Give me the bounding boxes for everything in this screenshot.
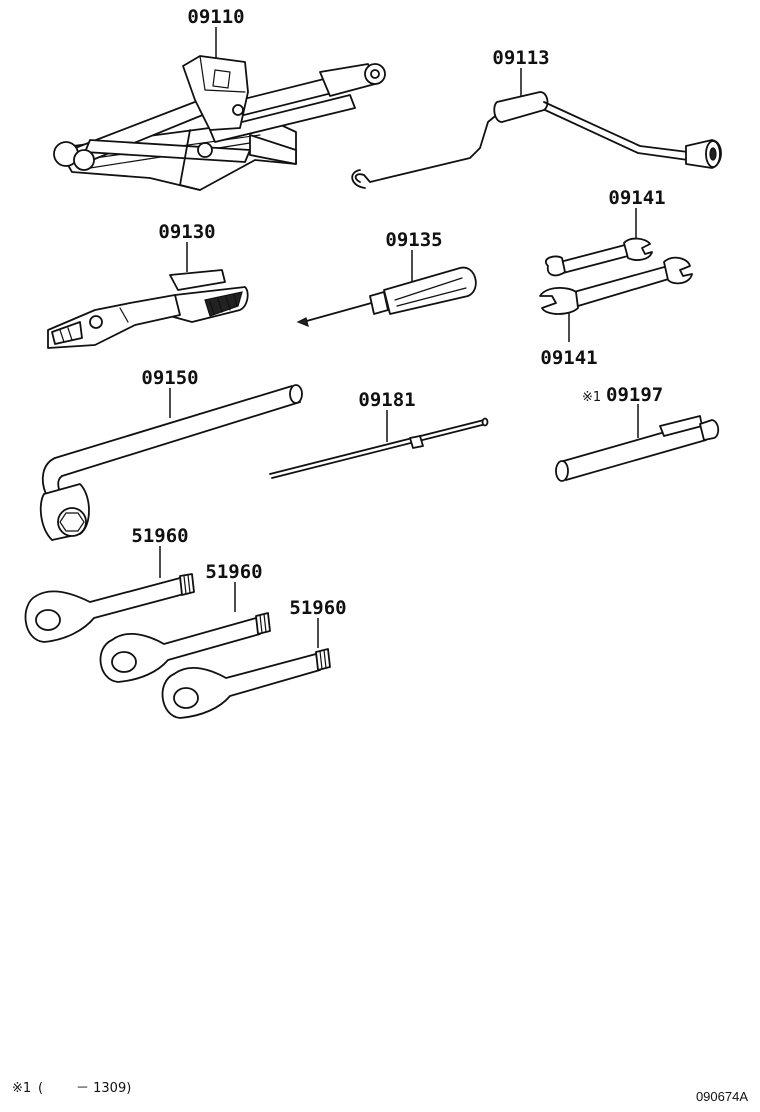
towing-eye-3[interactable] <box>161 618 331 719</box>
pliers[interactable] <box>47 242 249 349</box>
label-jack-handle: 09113 <box>492 47 549 69</box>
footnote-range: － 1309) <box>76 1081 131 1096</box>
wrench-upper[interactable] <box>545 208 653 277</box>
label-towing-eye-2: 51960 <box>205 561 262 583</box>
footnote-mark: ※1 <box>12 1081 31 1096</box>
towing-eye-1[interactable] <box>24 546 195 643</box>
pen-tool[interactable] <box>555 404 720 482</box>
label-towing-eye-3: 51960 <box>289 597 346 619</box>
label-screwdriver-bar: 09181 <box>358 389 415 411</box>
label-pliers: 09130 <box>158 221 215 243</box>
label-wrench-upper: 09141 <box>608 187 665 209</box>
wheel-nut-wrench[interactable] <box>39 384 303 541</box>
pen-tool-mark: ※1 <box>582 390 601 405</box>
footnote-open: ( <box>38 1081 43 1096</box>
wrench-lower[interactable] <box>539 256 693 342</box>
label-screwdriver: 09135 <box>385 229 442 251</box>
scissor-jack[interactable] <box>53 27 386 191</box>
label-wheel-nut-wrench: 09150 <box>141 367 198 389</box>
towing-eye-2[interactable] <box>99 582 271 683</box>
screwdriver[interactable] <box>296 250 477 327</box>
label-jack: 09110 <box>187 6 244 28</box>
screwdriver-bar[interactable] <box>269 410 489 479</box>
jack-handle[interactable] <box>351 68 722 189</box>
illustration-code: 090674A <box>696 1089 748 1104</box>
label-pen-tool: 09197 <box>606 384 663 406</box>
label-wrench-lower: 09141 <box>540 347 597 369</box>
label-towing-eye-1: 51960 <box>131 525 188 547</box>
